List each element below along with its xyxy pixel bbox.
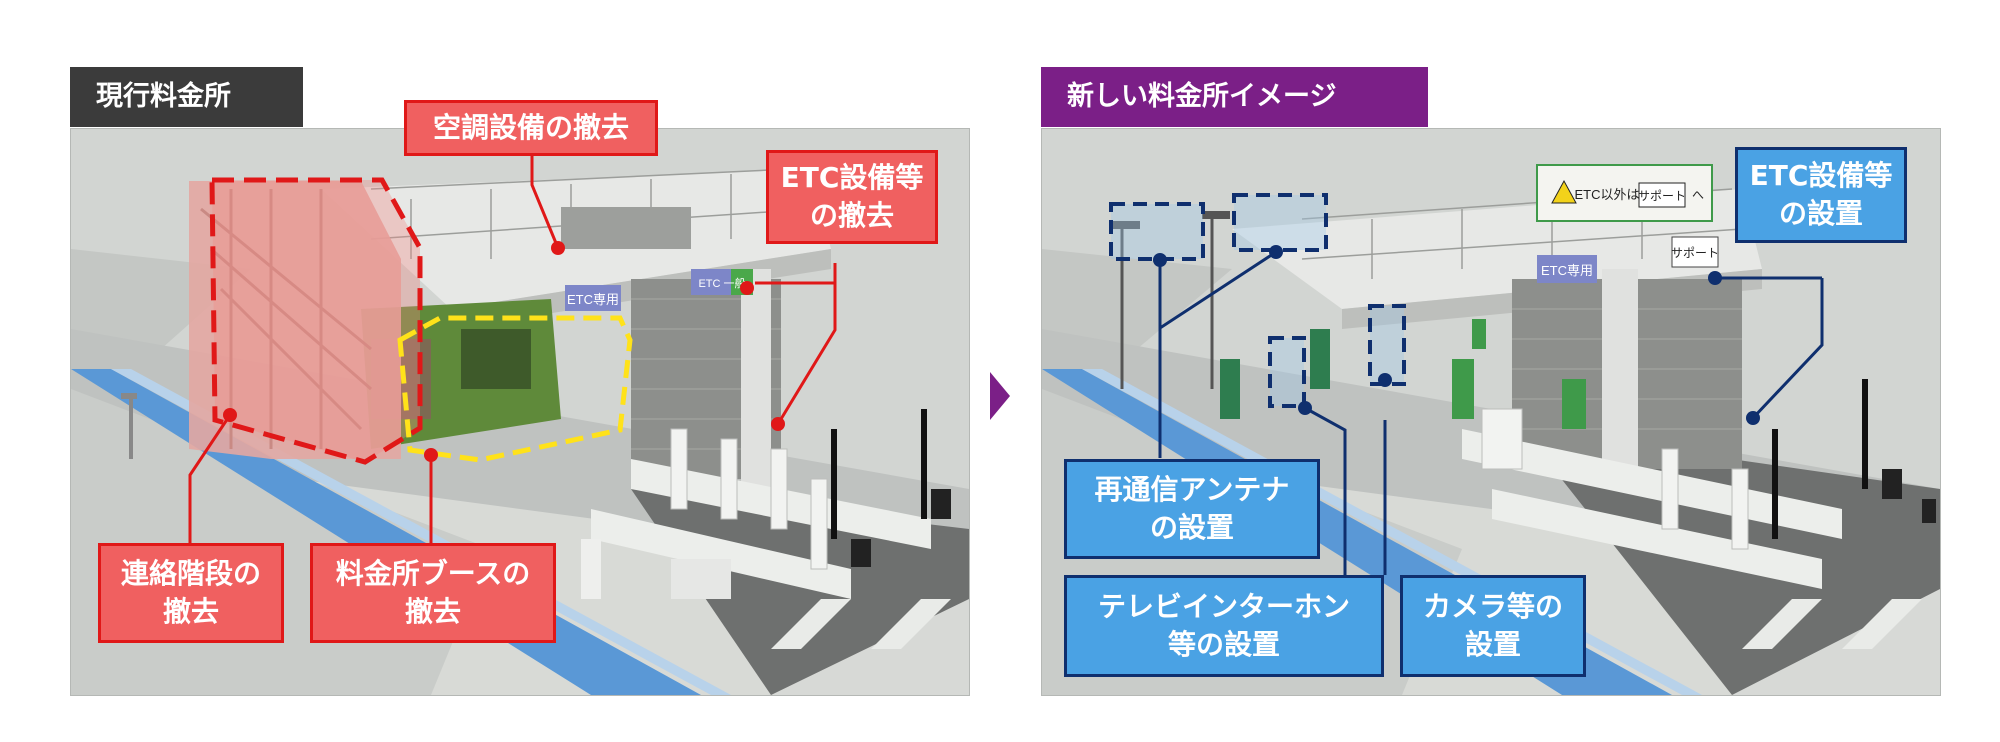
sign-etc-only-right: ETC専用 [1541,263,1593,278]
overhead-sign-text3: へ [1692,188,1704,202]
sign-etc-only-left: ETC専用 [567,292,619,307]
new-plaza-tab: 新しい料金所イメージ [1041,67,1428,127]
overhead-sign-text2: サポート [1638,189,1686,203]
callout-booth-removal: 料金所ブースの 撤去 [310,543,556,643]
overhead-sign-text1: ETC以外は [1574,187,1639,202]
callout-stairs-removal: 連絡階段の 撤去 [98,543,284,643]
callout-intercom-install: テレビインターホン 等の設置 [1064,575,1384,677]
sign-etc-general-left: ETC 一般 [698,277,745,290]
callout-etc-removal: ETC設備等 の撤去 [766,150,938,244]
callout-camera-install: カメラ等の 設置 [1400,575,1586,677]
transition-arrow-icon [990,372,1010,420]
current-plaza-tab: 現行料金所 [70,67,303,127]
callout-hvac-removal: 空調設備の撤去 [404,100,658,156]
callout-etc-install: ETC設備等 の設置 [1735,147,1907,243]
callout-antenna-install: 再通信アンテナ の設置 [1064,459,1320,559]
sign-support-right: サポート [1671,246,1719,260]
